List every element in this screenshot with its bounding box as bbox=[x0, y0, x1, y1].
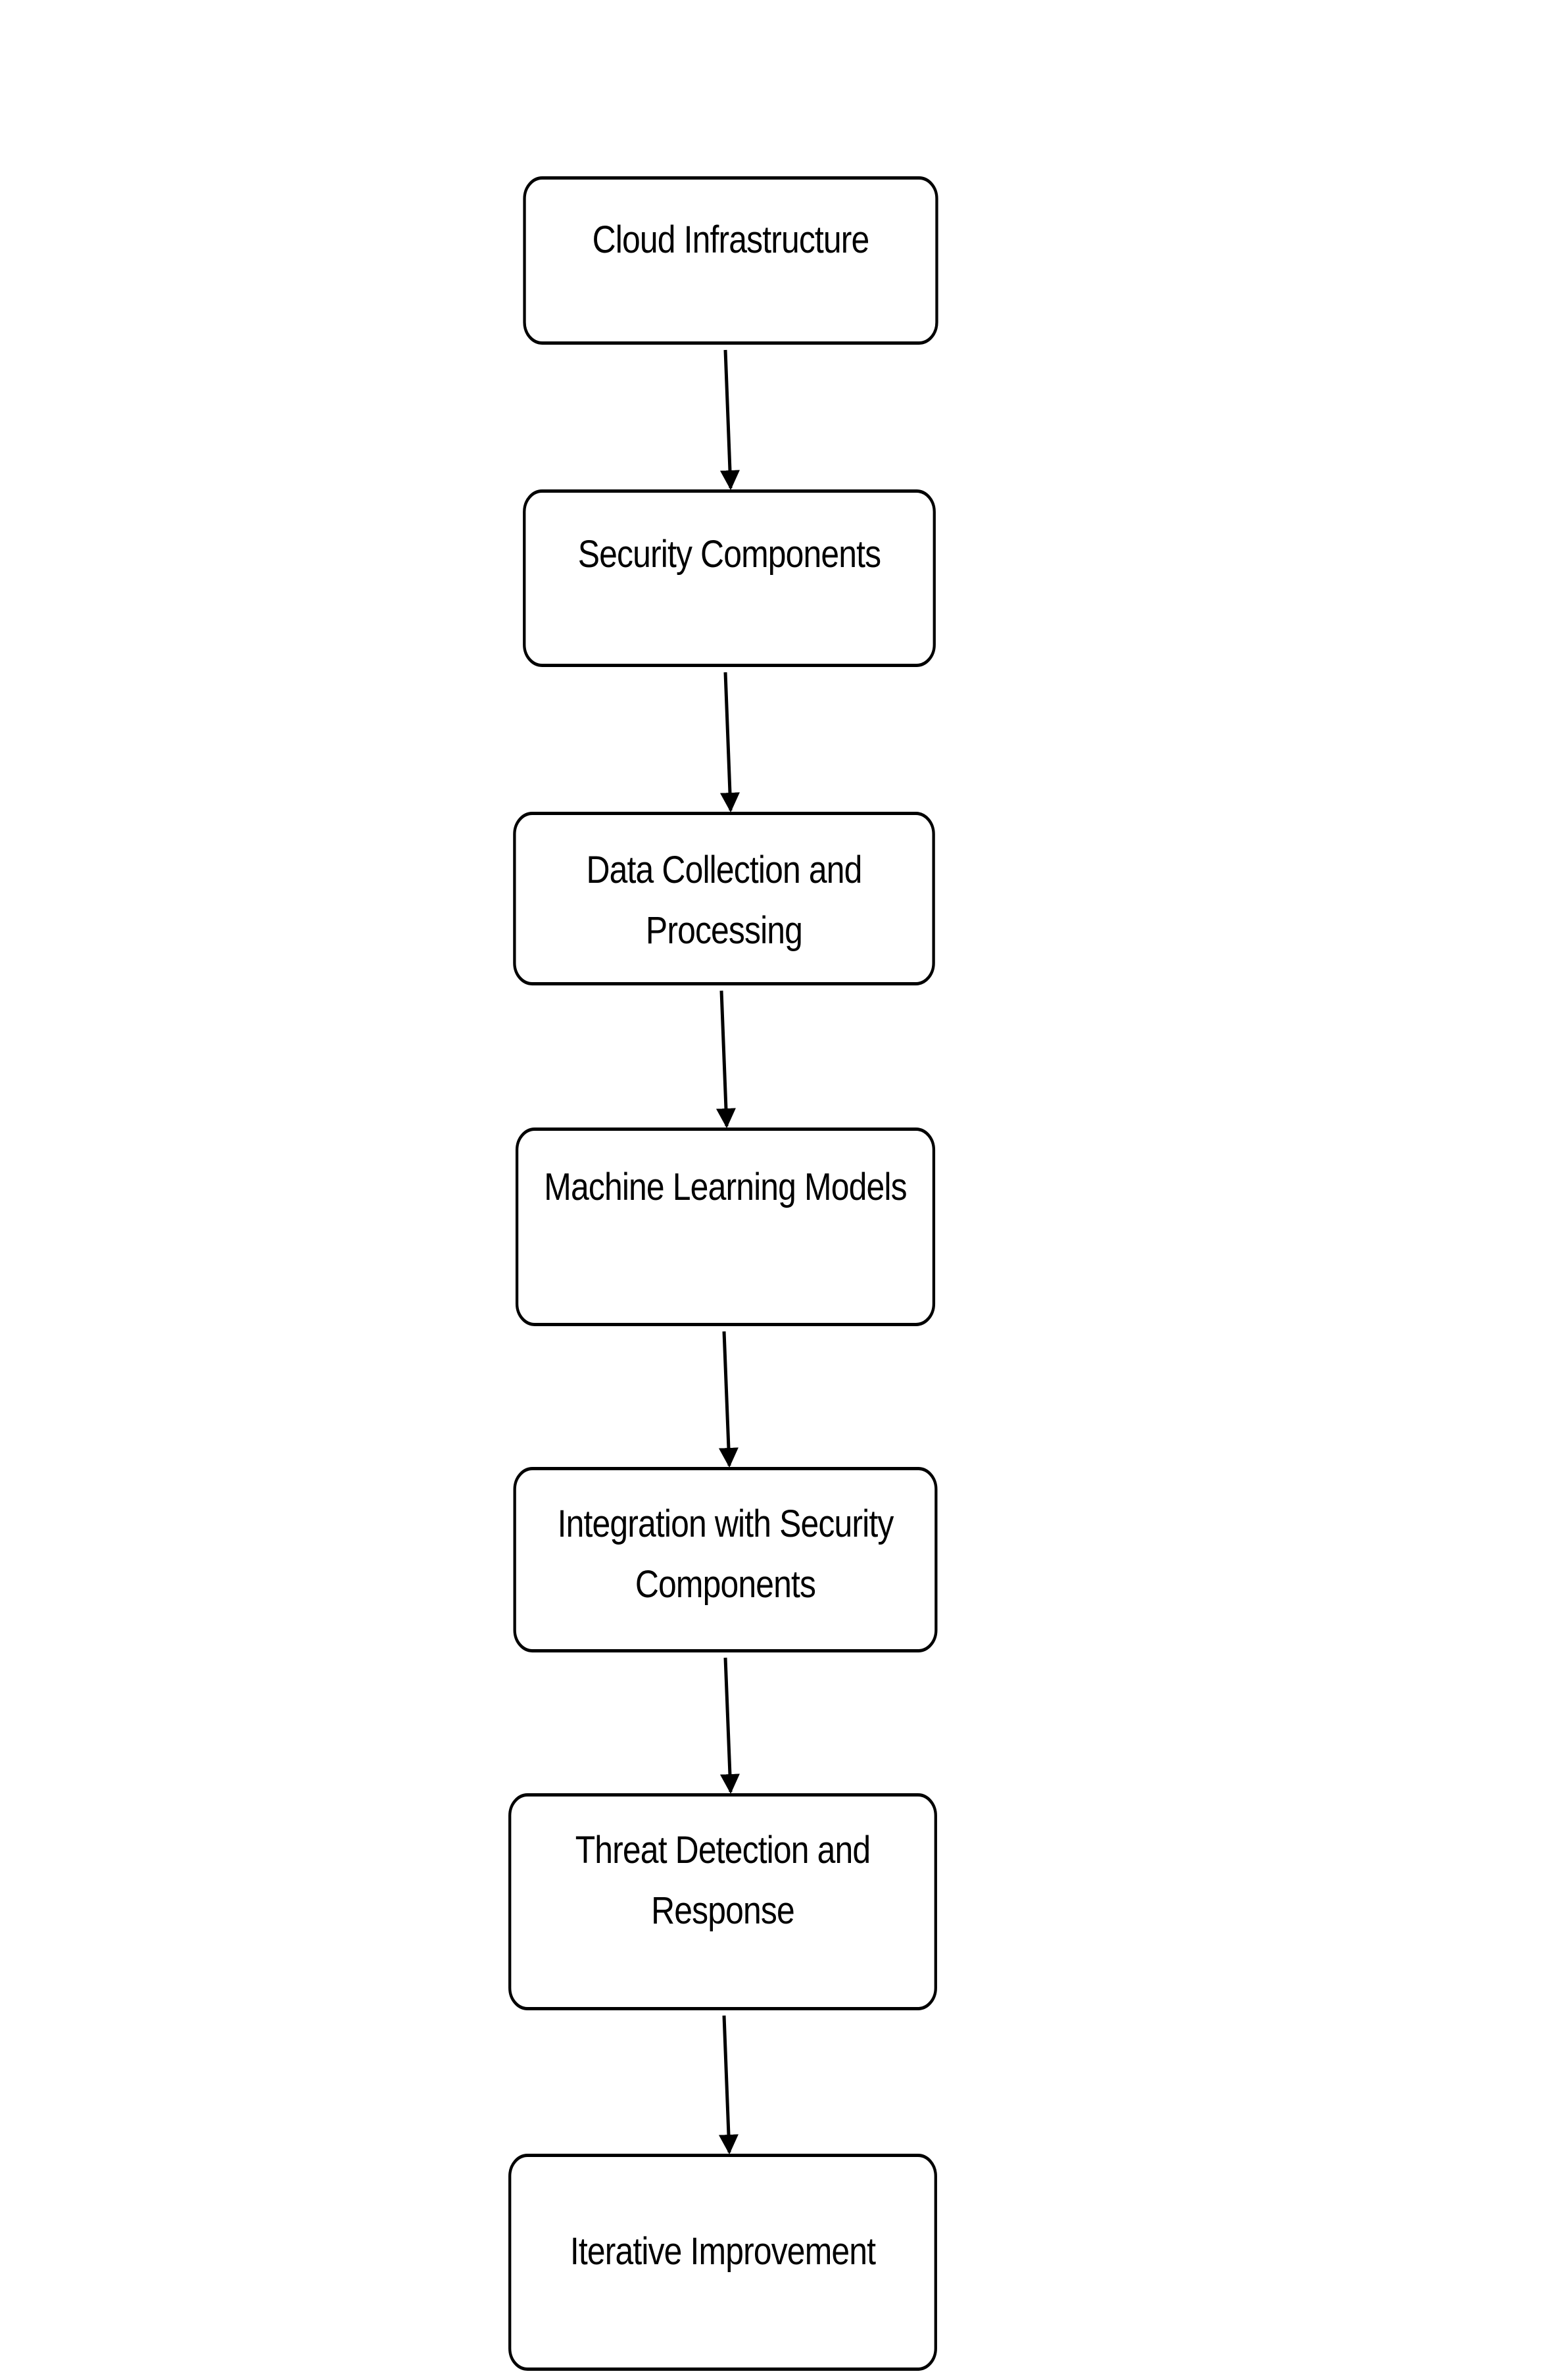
node-label: Machine Learning Models bbox=[544, 1166, 907, 1208]
arrow-data-collection-and-processing-to-machine-learning-models bbox=[715, 990, 736, 1128]
node-label: Data Collection and Processing bbox=[586, 849, 862, 952]
node-threat-detection-and-response: Threat Detection and Response bbox=[508, 1793, 937, 2010]
node-security-components: Security Components bbox=[523, 489, 936, 667]
node-label: Integration with Security Components bbox=[557, 1502, 894, 1606]
node-data-collection-and-processing: Data Collection and Processing bbox=[513, 812, 935, 985]
arrow-security-components-to-data-collection-and-processing bbox=[719, 672, 740, 812]
node-label: Threat Detection and Response bbox=[575, 1829, 871, 1932]
node-iterative-improvement: Iterative Improvement bbox=[508, 2154, 937, 2371]
node-label: Iterative Improvement bbox=[570, 2230, 876, 2273]
node-integration-with-security-components: Integration with Security Components bbox=[513, 1467, 938, 1652]
node-label: Cloud Infrastructure bbox=[592, 218, 870, 261]
arrow-machine-learning-models-to-integration-with-security-components bbox=[718, 1331, 739, 1468]
arrow-threat-detection-and-response-to-iterative-improvement bbox=[718, 2015, 739, 2154]
arrow-cloud-infrastructure-to-security-components bbox=[719, 349, 740, 490]
arrow-integration-with-security-components-to-threat-detection-and-response bbox=[719, 1657, 740, 1794]
node-machine-learning-models: Machine Learning Models bbox=[515, 1128, 936, 1326]
node-label: Security Components bbox=[577, 533, 881, 576]
node-cloud-infrastructure: Cloud Infrastructure bbox=[523, 176, 938, 345]
